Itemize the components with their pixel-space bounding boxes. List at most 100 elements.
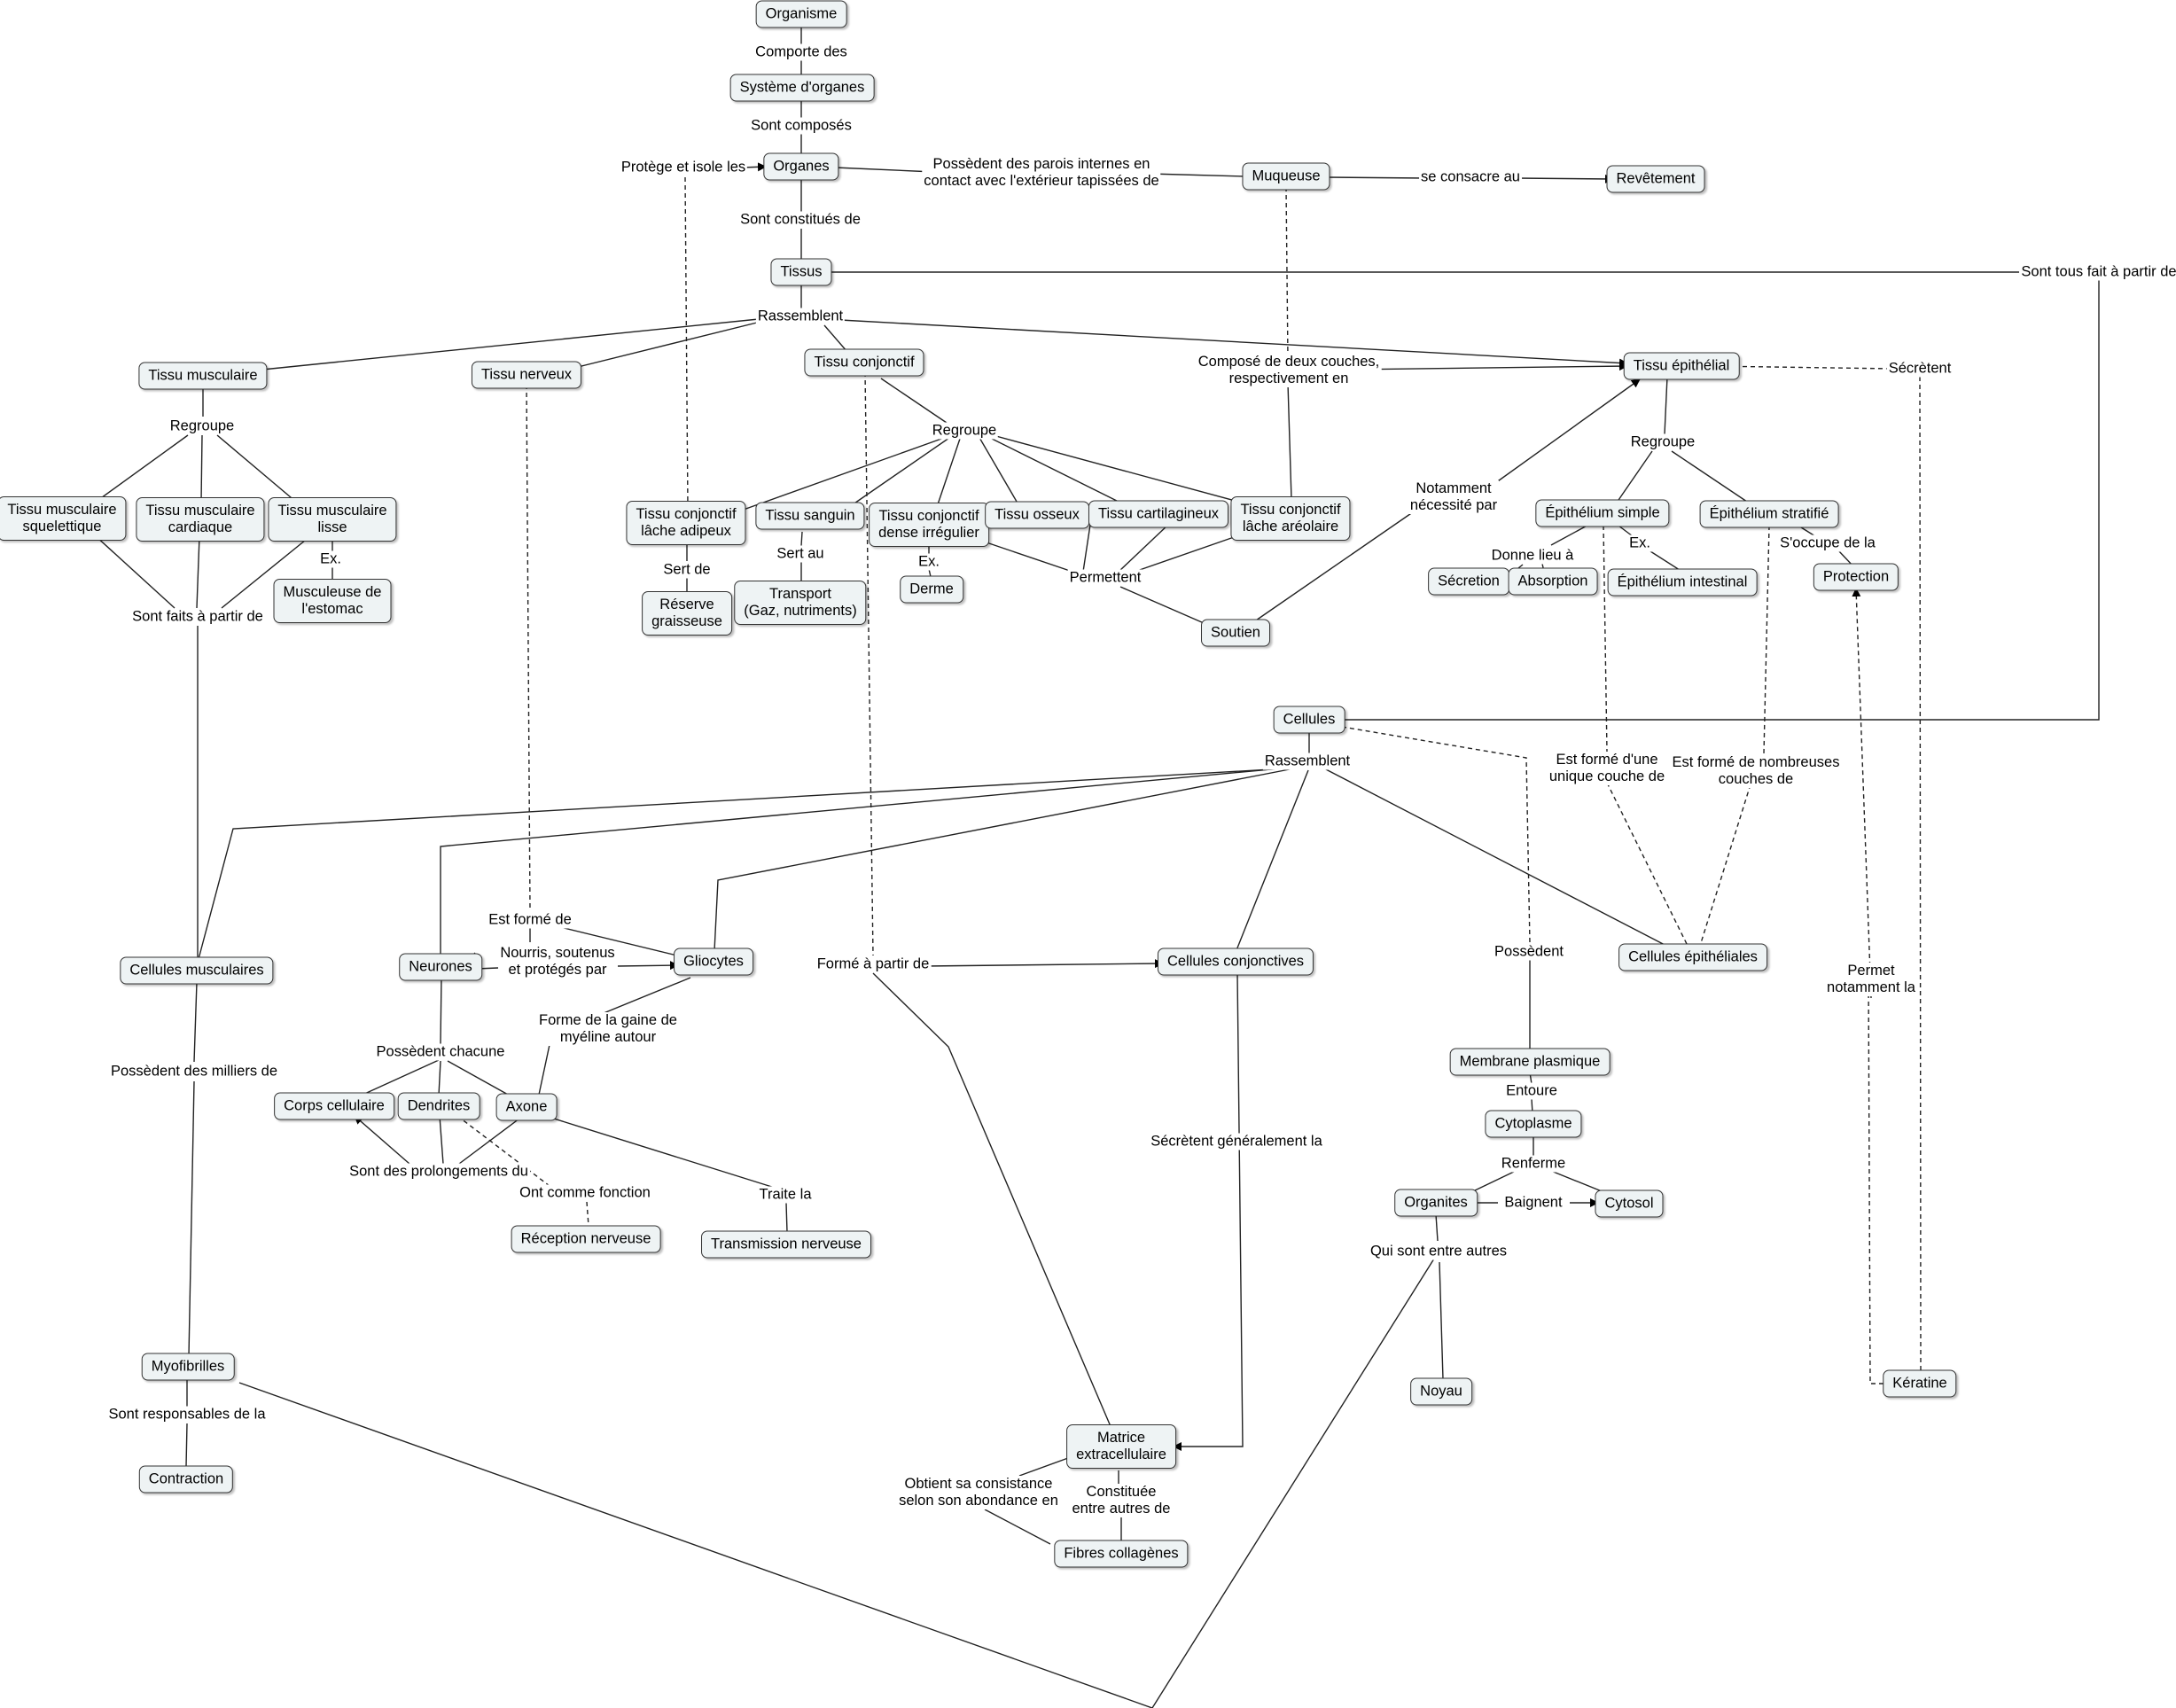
concept-node-tissus[interactable]: Tissus [770, 258, 832, 286]
link-label: Sert au [775, 545, 826, 563]
connector-line-9 [684, 176, 689, 511]
connector-line-77 [526, 384, 531, 912]
connector-line-98 [456, 1115, 550, 1187]
concept-node-tissu-musculaire-squelettique[interactable]: Tissu musculaire squelettique [0, 496, 127, 541]
connector-line-85 [872, 972, 1113, 1431]
concept-node-axone[interactable]: Axone [495, 1093, 558, 1121]
concept-node-epithelium-stratifie[interactable]: Épithélium stratifié [1699, 500, 1839, 528]
concept-node-organisme[interactable]: Organisme [755, 0, 847, 28]
link-label: Possèdent chacune [374, 1043, 507, 1061]
connector-line-6 [1326, 176, 1427, 179]
link-label: Regroupe [930, 422, 999, 440]
concept-node-tissu-osseux[interactable]: Tissu osseux [985, 501, 1089, 529]
link-label: Rassemblent [755, 308, 846, 325]
link-label: Permet notamment la [1825, 963, 1917, 996]
concept-node-membrane-plasmique[interactable]: Membrane plasmique [1449, 1048, 1611, 1076]
concept-node-corps-cellulaire[interactable]: Corps cellulaire [274, 1092, 394, 1120]
connector-line-41 [848, 437, 950, 508]
concept-node-transmission-nerveuse[interactable]: Transmission nerveuse [701, 1230, 871, 1259]
concept-node-contraction[interactable]: Contraction [138, 1465, 234, 1494]
concept-node-fibres-collagenes[interactable]: Fibres collagènes [1054, 1540, 1189, 1568]
connector-line-21 [1919, 376, 1922, 1374]
arrow-connector-97 [354, 1115, 410, 1165]
link-label: Comporte des [753, 43, 849, 61]
connector-line-75 [1341, 726, 1531, 945]
concept-node-cellules-conjonctives[interactable]: Cellules conjonctives [1157, 948, 1314, 976]
link-label: se consacre au [1419, 168, 1522, 186]
concept-node-cytoplasme[interactable]: Cytoplasme [1485, 1110, 1582, 1138]
concept-node-neurones[interactable]: Neurones [399, 953, 482, 981]
concept-node-systeme-organes[interactable]: Système d'organes [729, 74, 875, 102]
concept-node-keratine[interactable]: Kératine [1883, 1369, 1957, 1398]
connector-line-94 [447, 1060, 511, 1096]
connector-line-70 [198, 768, 1288, 960]
concept-node-organites[interactable]: Organites [1394, 1189, 1478, 1217]
concept-node-tissu-epithelial[interactable]: Tissu épithélial [1623, 352, 1740, 380]
concept-node-tissu-conjonctif[interactable]: Tissu conjonctif [804, 348, 924, 377]
link-label: Sert de [661, 561, 713, 579]
connector-line-100 [542, 1114, 776, 1189]
arrow-connector-86 [1173, 971, 1244, 1451]
concept-node-tissu-conjonctif-adipeux[interactable]: Tissu conjonctif lâche adipeux [626, 501, 746, 545]
concept-node-tissu-sanguin[interactable]: Tissu sanguin [755, 502, 865, 530]
concept-node-cellules-musculaires[interactable]: Cellules musculaires [120, 956, 274, 985]
concept-node-myofibrilles[interactable]: Myofibrilles [141, 1353, 235, 1381]
link-label: Permettent [1067, 569, 1143, 587]
connector-line-65 [1603, 525, 1608, 753]
concept-node-transport[interactable]: Transport (Gaz, nutriments) [734, 581, 867, 625]
concept-node-tissu-conjonctif-areolaire[interactable]: Tissu conjonctif lâche aréolaire [1230, 496, 1351, 541]
concept-node-dendrites[interactable]: Dendrites [397, 1092, 480, 1120]
arrow-connector-29 [1488, 378, 1641, 488]
link-label: S'occupe de la [1778, 534, 1877, 552]
link-label: Est formé de [487, 911, 573, 929]
concept-node-derme[interactable]: Derme [900, 575, 963, 604]
link-label: Constituée entre autres de [1070, 1484, 1173, 1517]
concept-node-matrice-extracellulaire[interactable]: Matrice extracellulaire [1066, 1424, 1176, 1469]
connector-line-105 [1472, 1170, 1517, 1192]
arrow-connector-24 [1342, 362, 1628, 371]
connector-line-44 [986, 435, 1127, 506]
concept-node-gliocytes[interactable]: Gliocytes [674, 948, 753, 976]
connector-line-93 [438, 1060, 441, 1096]
connector-line-26 [1616, 450, 1653, 503]
link-label: Traite la [757, 1186, 814, 1204]
concept-node-tissu-cartilagineux[interactable]: Tissu cartilagineux [1088, 500, 1229, 528]
concept-node-cellules-epitheliales[interactable]: Cellules épithéliales [1618, 943, 1767, 971]
connector-line-55 [1118, 524, 1169, 573]
arrow-connector-82 [617, 961, 679, 971]
concept-node-revetement[interactable]: Revêtement [1606, 165, 1705, 193]
concept-node-tissu-musculaire-lisse[interactable]: Tissu musculaire lisse [268, 497, 397, 542]
connector-line-42 [935, 438, 961, 511]
link-label: Est formé de nombreuses couches de [1670, 754, 1842, 788]
concept-node-tissu-nerveux[interactable]: Tissu nerveux [471, 361, 582, 389]
concept-node-organes[interactable]: Organes [763, 152, 839, 181]
concept-node-absorption[interactable]: Absorption [1508, 567, 1598, 596]
connector-line-112 [238, 1382, 1153, 1708]
concept-node-cellules[interactable]: Cellules [1273, 706, 1345, 734]
concept-node-tissu-musculaire[interactable]: Tissu musculaire [138, 362, 268, 390]
concept-node-epithelium-intestinal[interactable]: Épithélium intestinal [1607, 568, 1758, 597]
link-label: Qui sont entre autres [1368, 1243, 1509, 1260]
concept-node-protection[interactable]: Protection [1813, 563, 1899, 591]
connector-line-95 [439, 1115, 444, 1165]
connector-line-67 [1763, 525, 1770, 754]
concept-node-muqueuse[interactable]: Muqueuse [1242, 162, 1330, 191]
connector-line-17 [566, 320, 765, 370]
connector-line-28 [1252, 507, 1420, 623]
concept-node-musculeuse-estomac[interactable]: Musculeuse de l'estomac [273, 579, 392, 623]
connector-line-57 [1119, 586, 1211, 627]
concept-node-cytosol[interactable]: Cytosol [1595, 1189, 1664, 1218]
concept-node-tissu-conjonctif-dense[interactable]: Tissu conjonctif dense irrégulier [869, 503, 989, 547]
link-label: Sont constitués de [738, 211, 862, 229]
concept-node-noyau[interactable]: Noyau [1410, 1377, 1472, 1406]
concept-node-secretion[interactable]: Sécretion [1428, 567, 1509, 596]
connector-line-53 [980, 540, 1073, 573]
link-label: Ex. [1627, 534, 1652, 552]
concept-node-soutien[interactable]: Soutien [1201, 619, 1270, 647]
concept-node-epithelium-simple[interactable]: Épithélium simple [1535, 499, 1670, 527]
concept-node-reserve-graisseuse[interactable]: Réserve graisseuse [642, 591, 732, 636]
connector-line-31 [94, 434, 189, 503]
concept-node-tissu-musculaire-cardiaque[interactable]: Tissu musculaire cardiaque [136, 497, 265, 542]
connector-line-40 [740, 437, 945, 511]
concept-node-reception-nerveuse[interactable]: Réception nerveuse [511, 1225, 661, 1253]
